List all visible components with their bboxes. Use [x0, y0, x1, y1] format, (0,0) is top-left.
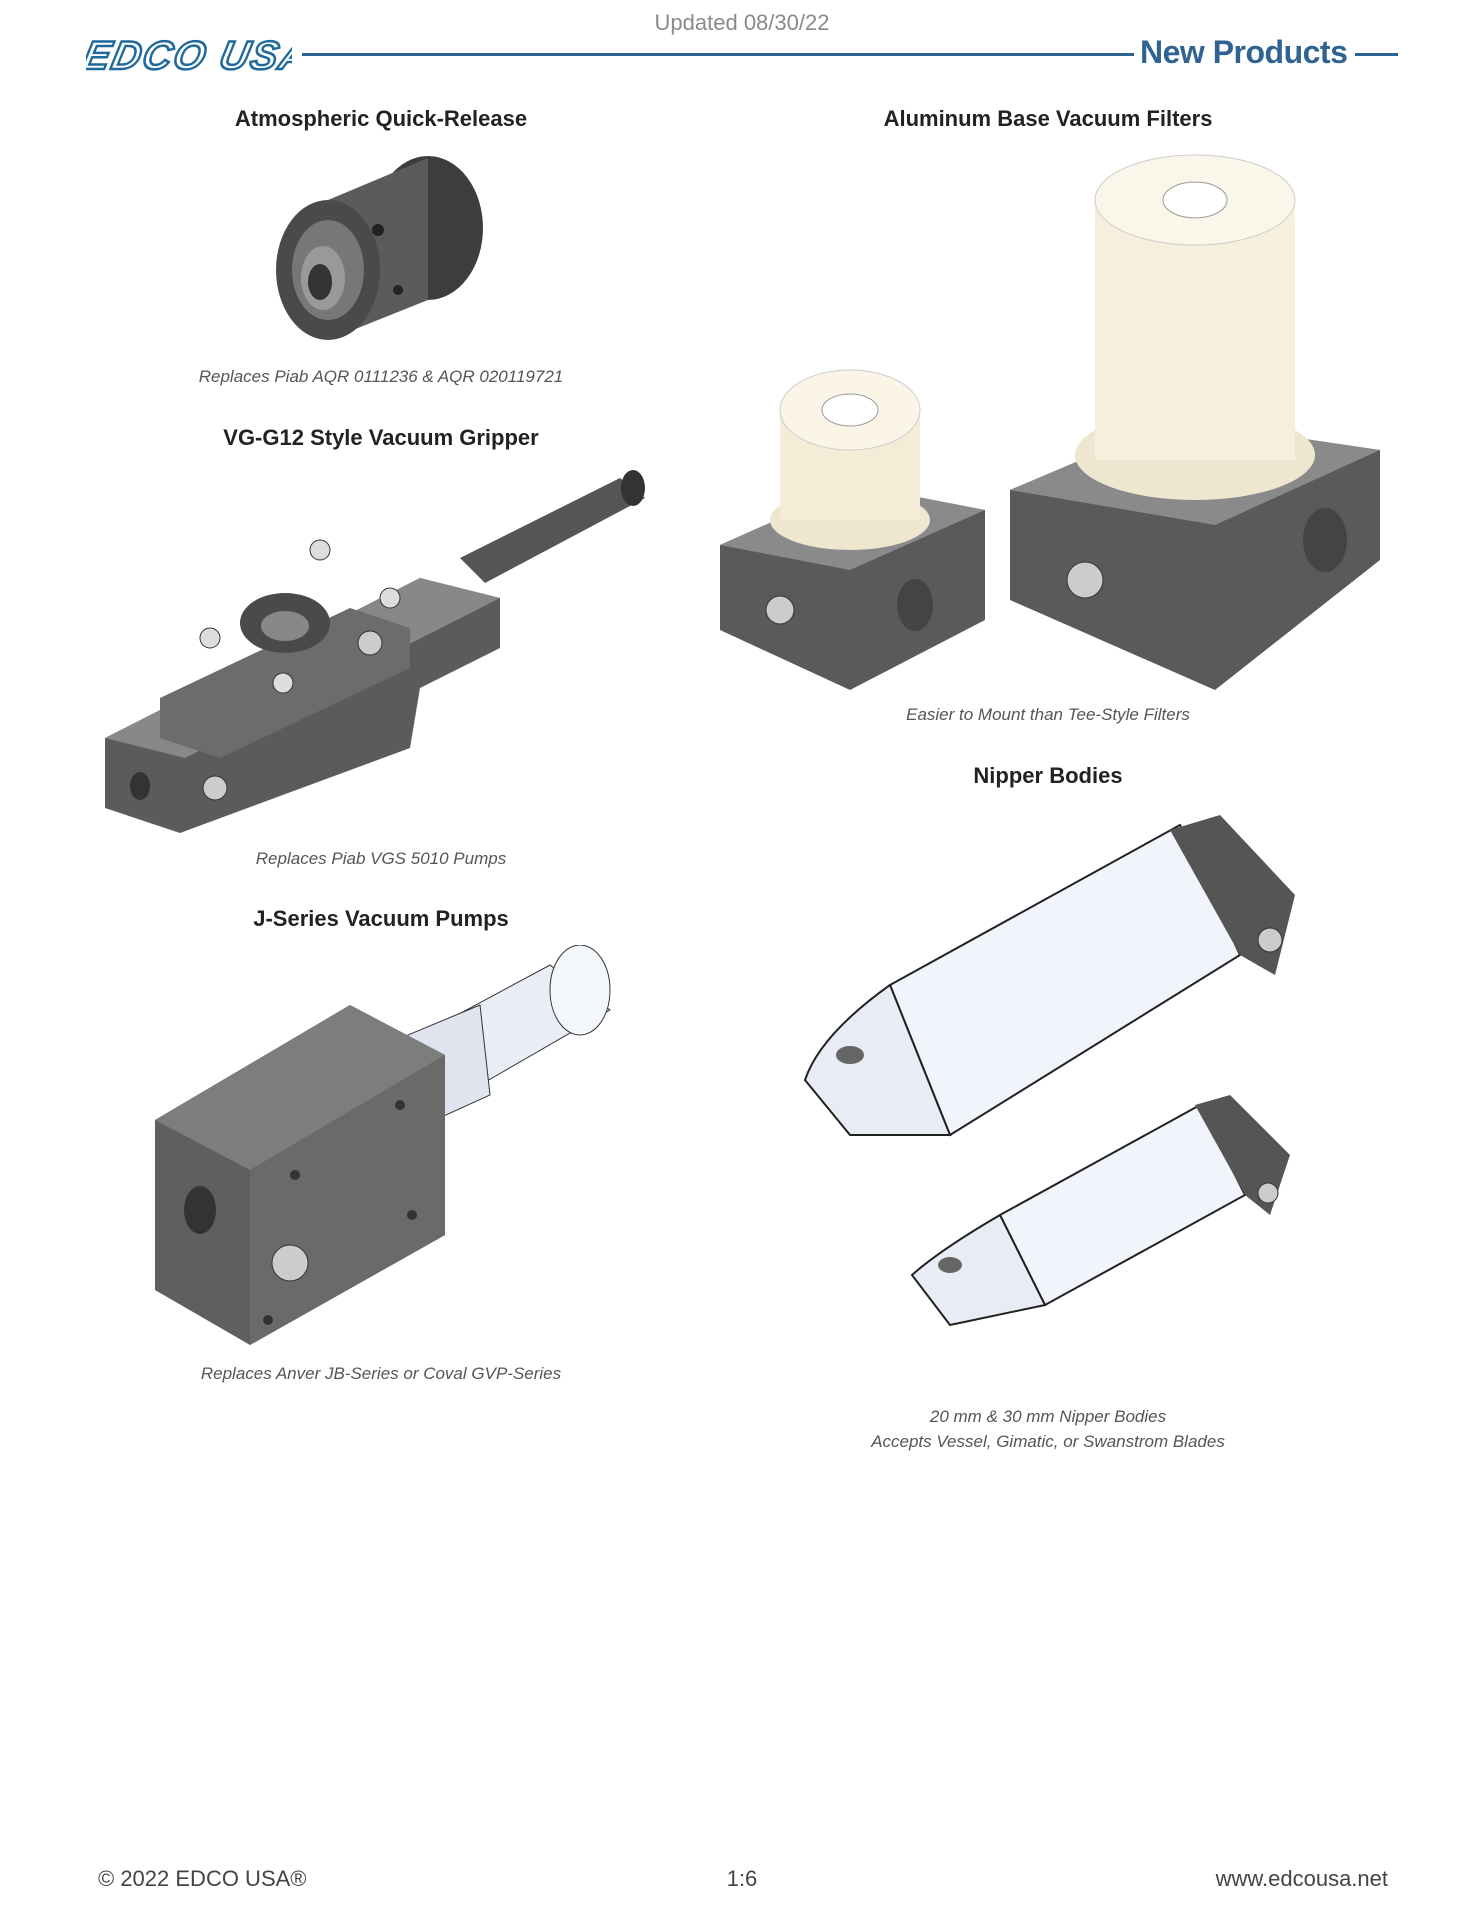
- product-title: Nipper Bodies: [973, 763, 1123, 788]
- page-number: 1:6: [726, 1866, 758, 1891]
- vacuum-filters-image: [720, 154, 1380, 690]
- product-caption: Replaces Piab AQR 0111236 & AQR 02011972…: [198, 367, 564, 386]
- product-caption: Replaces Anver JB-Series or Coval GVP-Se…: [200, 1364, 562, 1383]
- website-link[interactable]: www.edcousa.net: [1215, 1866, 1388, 1891]
- product-title: Aluminum Base Vacuum Filters: [883, 106, 1213, 131]
- j-series-pump-image: [155, 945, 611, 1345]
- product-caption: Replaces Piab VGS 5010 Pumps: [255, 849, 507, 868]
- product-title: VG-G12 Style Vacuum Gripper: [223, 425, 539, 450]
- vacuum-gripper-image: [105, 470, 645, 833]
- nipper-bodies-image: [803, 815, 1295, 1327]
- copyright: © 2022 EDCO USA®: [98, 1866, 307, 1891]
- svg-text:EDCO USA: EDCO USA: [86, 36, 292, 74]
- header-rule-end: [1355, 53, 1398, 56]
- edco-usa-logo: EDCO USA: [86, 36, 292, 74]
- product-caption: Easier to Mount than Tee-Style Filters: [906, 705, 1190, 724]
- product-title: J-Series Vacuum Pumps: [253, 906, 509, 931]
- quick-release-image: [276, 156, 483, 340]
- updated-date: Updated 08/30/22: [654, 10, 830, 35]
- product-caption-line-2: Accepts Vessel, Gimatic, or Swanstrom Bl…: [871, 1432, 1225, 1451]
- product-caption: 20 mm & 30 mm Nipper Bodies: [929, 1407, 1167, 1426]
- header-rule: [302, 53, 1134, 56]
- section-title: New Products: [1140, 34, 1348, 70]
- product-title: Atmospheric Quick-Release: [234, 106, 528, 131]
